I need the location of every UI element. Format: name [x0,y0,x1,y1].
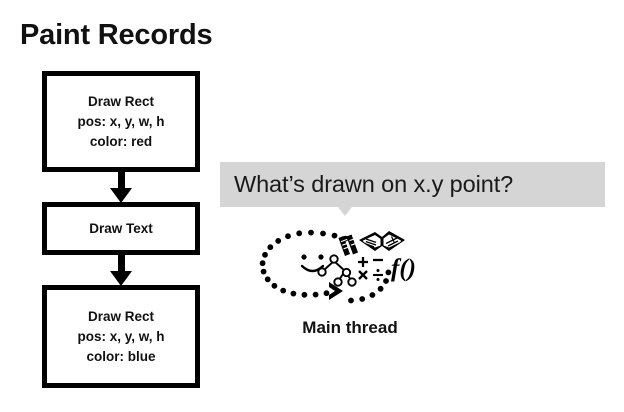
tree-diagram-icon [317,254,357,287]
thinking-loop-icon: f() [255,224,445,316]
paint-record-box-draw-rect-blue[interactable]: Draw Rect pos: x, y, w, h color: blue [42,285,200,388]
paint-record-line: Draw Text [89,220,153,236]
open-book-icon [359,231,405,251]
main-thread-label: Main thread [302,318,398,337]
paint-record-line: color: blue [86,348,156,364]
paint-record-line: Draw Rect [87,93,155,109]
function-notation-icon: f() [391,255,416,282]
question-callout-text: What’s drawn on x.y point? [234,171,514,197]
paint-records-flow: Draw Rect pos: x, y, w, h color: red Dra… [42,71,200,388]
pencil-icon [338,236,350,256]
question-callout: What’s drawn on x.y point? [220,162,605,207]
page-title: Paint Records [20,19,213,51]
arrow-shaft [117,255,125,275]
loop-arrowhead-icon [329,282,343,300]
arrow-head [110,188,132,203]
paint-record-box-draw-text[interactable]: Draw Text [42,202,200,255]
paint-record-line: Draw Rect [87,308,155,324]
arrow-shaft [117,172,125,192]
arrow-down-icon [42,172,200,203]
dotted-loop-arrow-icon [259,229,392,304]
paint-record-line: color: red [89,133,153,149]
bubble-tail-icon [338,207,352,216]
paint-record-line: pos: x, y, w, h [77,113,165,129]
math-symbols-icon [358,257,383,281]
paint-record-line: pos: x, y, w, h [77,328,165,344]
paint-record-box-draw-rect-red[interactable]: Draw Rect pos: x, y, w, h color: red [42,71,200,172]
arrow-down-icon [42,255,200,286]
ruler-icon [346,234,358,255]
arrow-head [110,271,132,286]
